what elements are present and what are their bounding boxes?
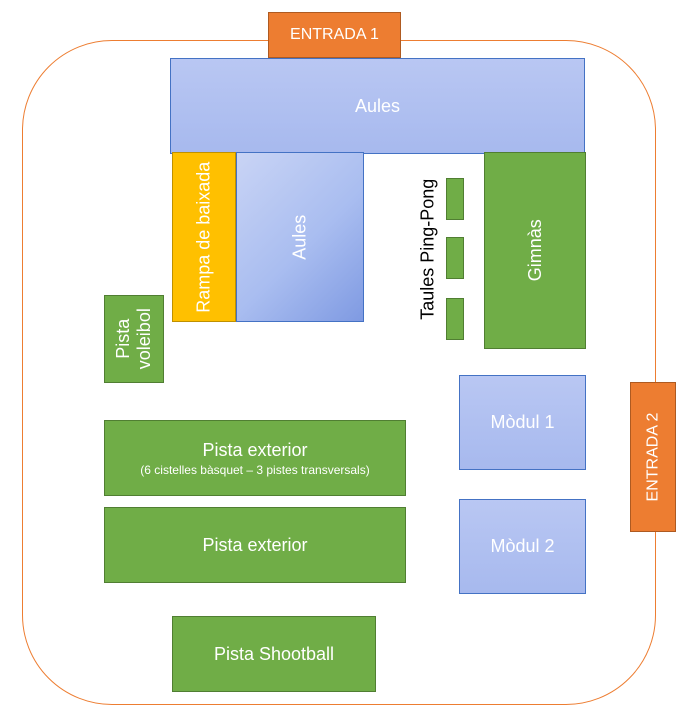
module-2-building: Mòdul 2 xyxy=(459,499,586,594)
entrance-1-label: ENTRADA 1 xyxy=(290,26,379,43)
pingpong-table xyxy=(446,237,464,279)
aules-top-label: Aules xyxy=(354,95,401,116)
outdoor-court-2: Pista exterior xyxy=(104,507,406,583)
aules-top-building: Aules xyxy=(170,58,585,154)
module-1-building: Mòdul 1 xyxy=(459,375,586,470)
module-1-label: Mòdul 1 xyxy=(490,412,555,433)
module-2-label: Mòdul 2 xyxy=(490,536,555,557)
ramp-label: Rampa de baixada xyxy=(193,161,214,313)
pingpong-table xyxy=(446,298,464,340)
pingpong-table xyxy=(446,178,464,220)
volleyball-label-line2: voleibol xyxy=(134,308,155,370)
outdoor-court-2-label: Pista exterior xyxy=(202,534,308,555)
ramp-block: Rampa de baixada xyxy=(172,152,236,322)
aules-side-building: Aules xyxy=(236,152,364,322)
aules-side-label: Aules xyxy=(289,214,310,260)
volleyball-label: Pista voleibol xyxy=(113,308,154,369)
gym-label: Gimnàs xyxy=(524,219,545,282)
gym-building: Gimnàs xyxy=(484,152,586,349)
pingpong-label: Taules Ping-Pong xyxy=(417,178,438,321)
entrance-2-label: ENTRADA 2 xyxy=(644,412,662,502)
shootball-label: Pista Shootball xyxy=(213,643,335,664)
pingpong-label-box: Taules Ping-Pong xyxy=(410,152,446,347)
volleyball-label-line1: Pista xyxy=(113,318,134,360)
outdoor-court-1-label: Pista exterior xyxy=(202,439,308,460)
outdoor-court-1: Pista exterior (6 cistelles bàsquet – 3 … xyxy=(104,420,406,496)
outdoor-court-1-note: (6 cistelles bàsquet – 3 pistes transver… xyxy=(140,463,370,478)
shootball-court: Pista Shootball xyxy=(172,616,376,692)
entrance-1: ENTRADA 1 xyxy=(268,12,401,58)
entrance-2: ENTRADA 2 xyxy=(630,382,676,532)
volleyball-court: Pista voleibol xyxy=(104,295,164,383)
